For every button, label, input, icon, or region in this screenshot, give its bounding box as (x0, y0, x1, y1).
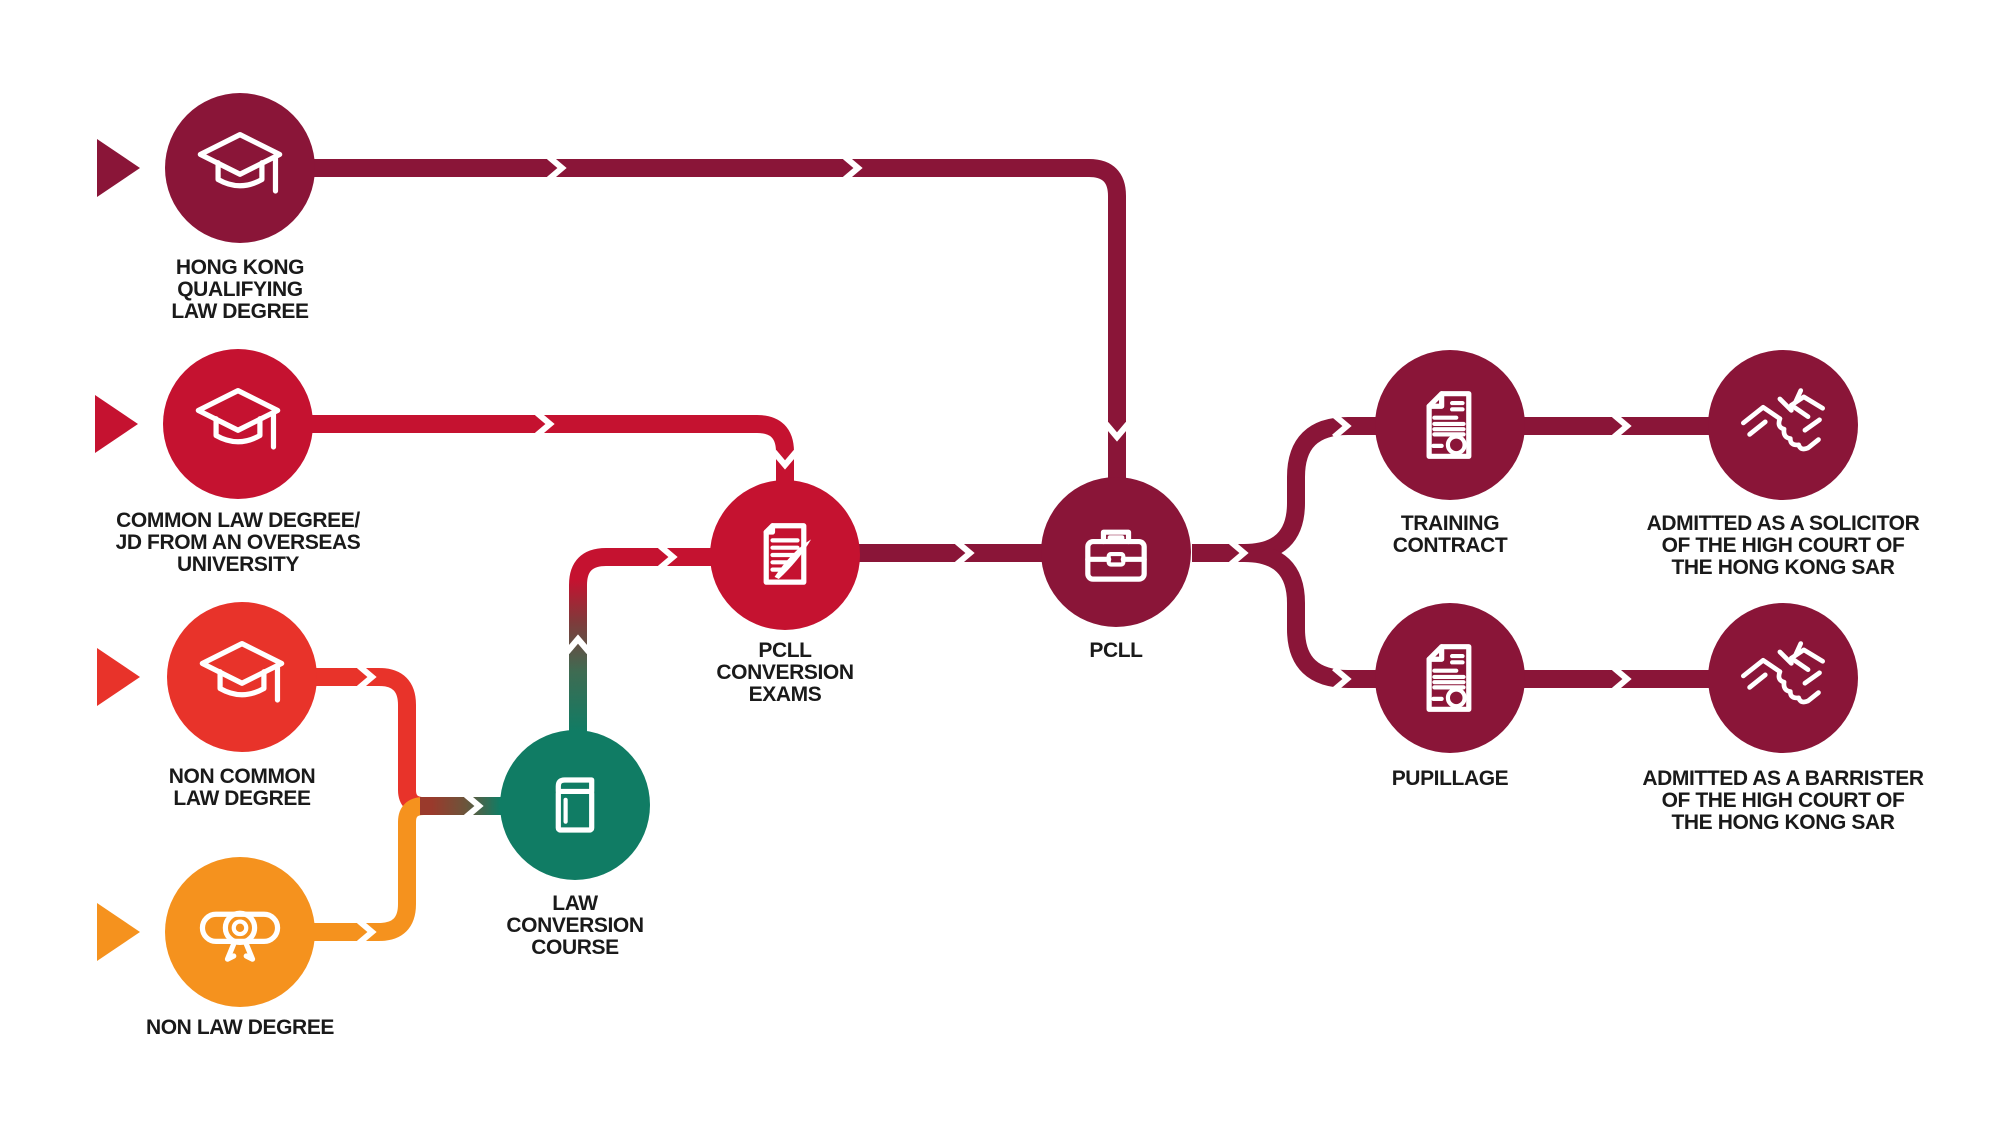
node-training-contract (1375, 350, 1525, 500)
graduation-cap-icon (197, 132, 283, 194)
contract-document-icon (1426, 391, 1472, 459)
handshake-icon (1741, 388, 1825, 452)
book-icon (555, 777, 595, 833)
handshake-icon (1741, 641, 1825, 705)
node-label: NON LAW DEGREE (145, 1016, 335, 1039)
chevron-right-icon (1229, 539, 1249, 567)
chevron-right-icon (547, 154, 567, 182)
node-label: TRAINING CONTRACT (1392, 512, 1508, 557)
connector-non-law-to-merge (314, 797, 452, 941)
connector-law-conversion-to-pcll-conversion (569, 548, 714, 732)
entry-arrow-icon (95, 395, 138, 453)
chevron-down-icon (1103, 422, 1131, 442)
connector-pcll-to-pupillage (1192, 544, 1378, 688)
chevron-right-icon (1612, 665, 1632, 693)
entry-arrow-icon (97, 648, 140, 706)
node-label: PCLL (1089, 639, 1143, 662)
chevron-right-icon (357, 663, 377, 691)
chevron-right-icon (1332, 665, 1352, 693)
node-label: HONG KONG QUALIFYING LAW DEGREE (171, 256, 309, 323)
node-label: ADMITTED AS A BARRISTER OF THE HIGH COUR… (1642, 767, 1924, 834)
node-hk-qualifying-law-degree (165, 93, 315, 243)
node-non-law-degree (165, 857, 315, 1007)
diploma-icon (199, 910, 281, 962)
contract-document-icon (1426, 644, 1472, 712)
graduation-cap-icon (195, 388, 281, 450)
connector-common-law-to-pcll-conversion (310, 415, 794, 483)
chevron-right-icon (955, 539, 975, 567)
chevron-icons (357, 154, 1632, 946)
node-label: LAW CONVERSION COURSE (506, 892, 644, 959)
chevron-right-icon (658, 543, 678, 571)
node-label: PCLL CONVERSION EXAMS (716, 639, 854, 706)
node-admitted-solicitor (1708, 350, 1858, 500)
graduation-cap-icon (199, 641, 285, 703)
node-label: COMMON LAW DEGREE/ JD FROM AN OVERSEAS U… (115, 509, 361, 576)
chevron-right-icon (464, 792, 484, 820)
node-pupillage (1375, 603, 1525, 753)
chevron-right-icon (843, 154, 863, 182)
entry-arrow-icon (97, 139, 140, 197)
chevron-up-icon (564, 634, 592, 654)
node-pcll-conversion-exams (710, 480, 860, 630)
node-common-law-degree (163, 349, 313, 499)
chevron-right-icon (535, 410, 555, 438)
node-admitted-barrister (1708, 603, 1858, 753)
briefcase-icon (1085, 529, 1147, 582)
chevron-right-icon (357, 918, 377, 946)
node-label: NON COMMON LAW DEGREE (168, 765, 316, 810)
node-non-common-law-degree (167, 602, 317, 752)
node-label: ADMITTED AS A SOLICITOR OF THE HIGH COUR… (1646, 512, 1920, 579)
entry-arrow-icon (97, 903, 140, 961)
chevron-right-icon (1612, 412, 1632, 440)
chevron-right-icon (1332, 412, 1352, 440)
chevron-down-icon (771, 450, 799, 470)
exam-paper-pen-icon (763, 523, 812, 585)
connector-hk-degree-to-pcll (312, 159, 1126, 480)
node-pcll (1041, 477, 1191, 627)
node-label: PUPILLAGE (1391, 767, 1509, 790)
node-law-conversion-course (500, 730, 650, 880)
